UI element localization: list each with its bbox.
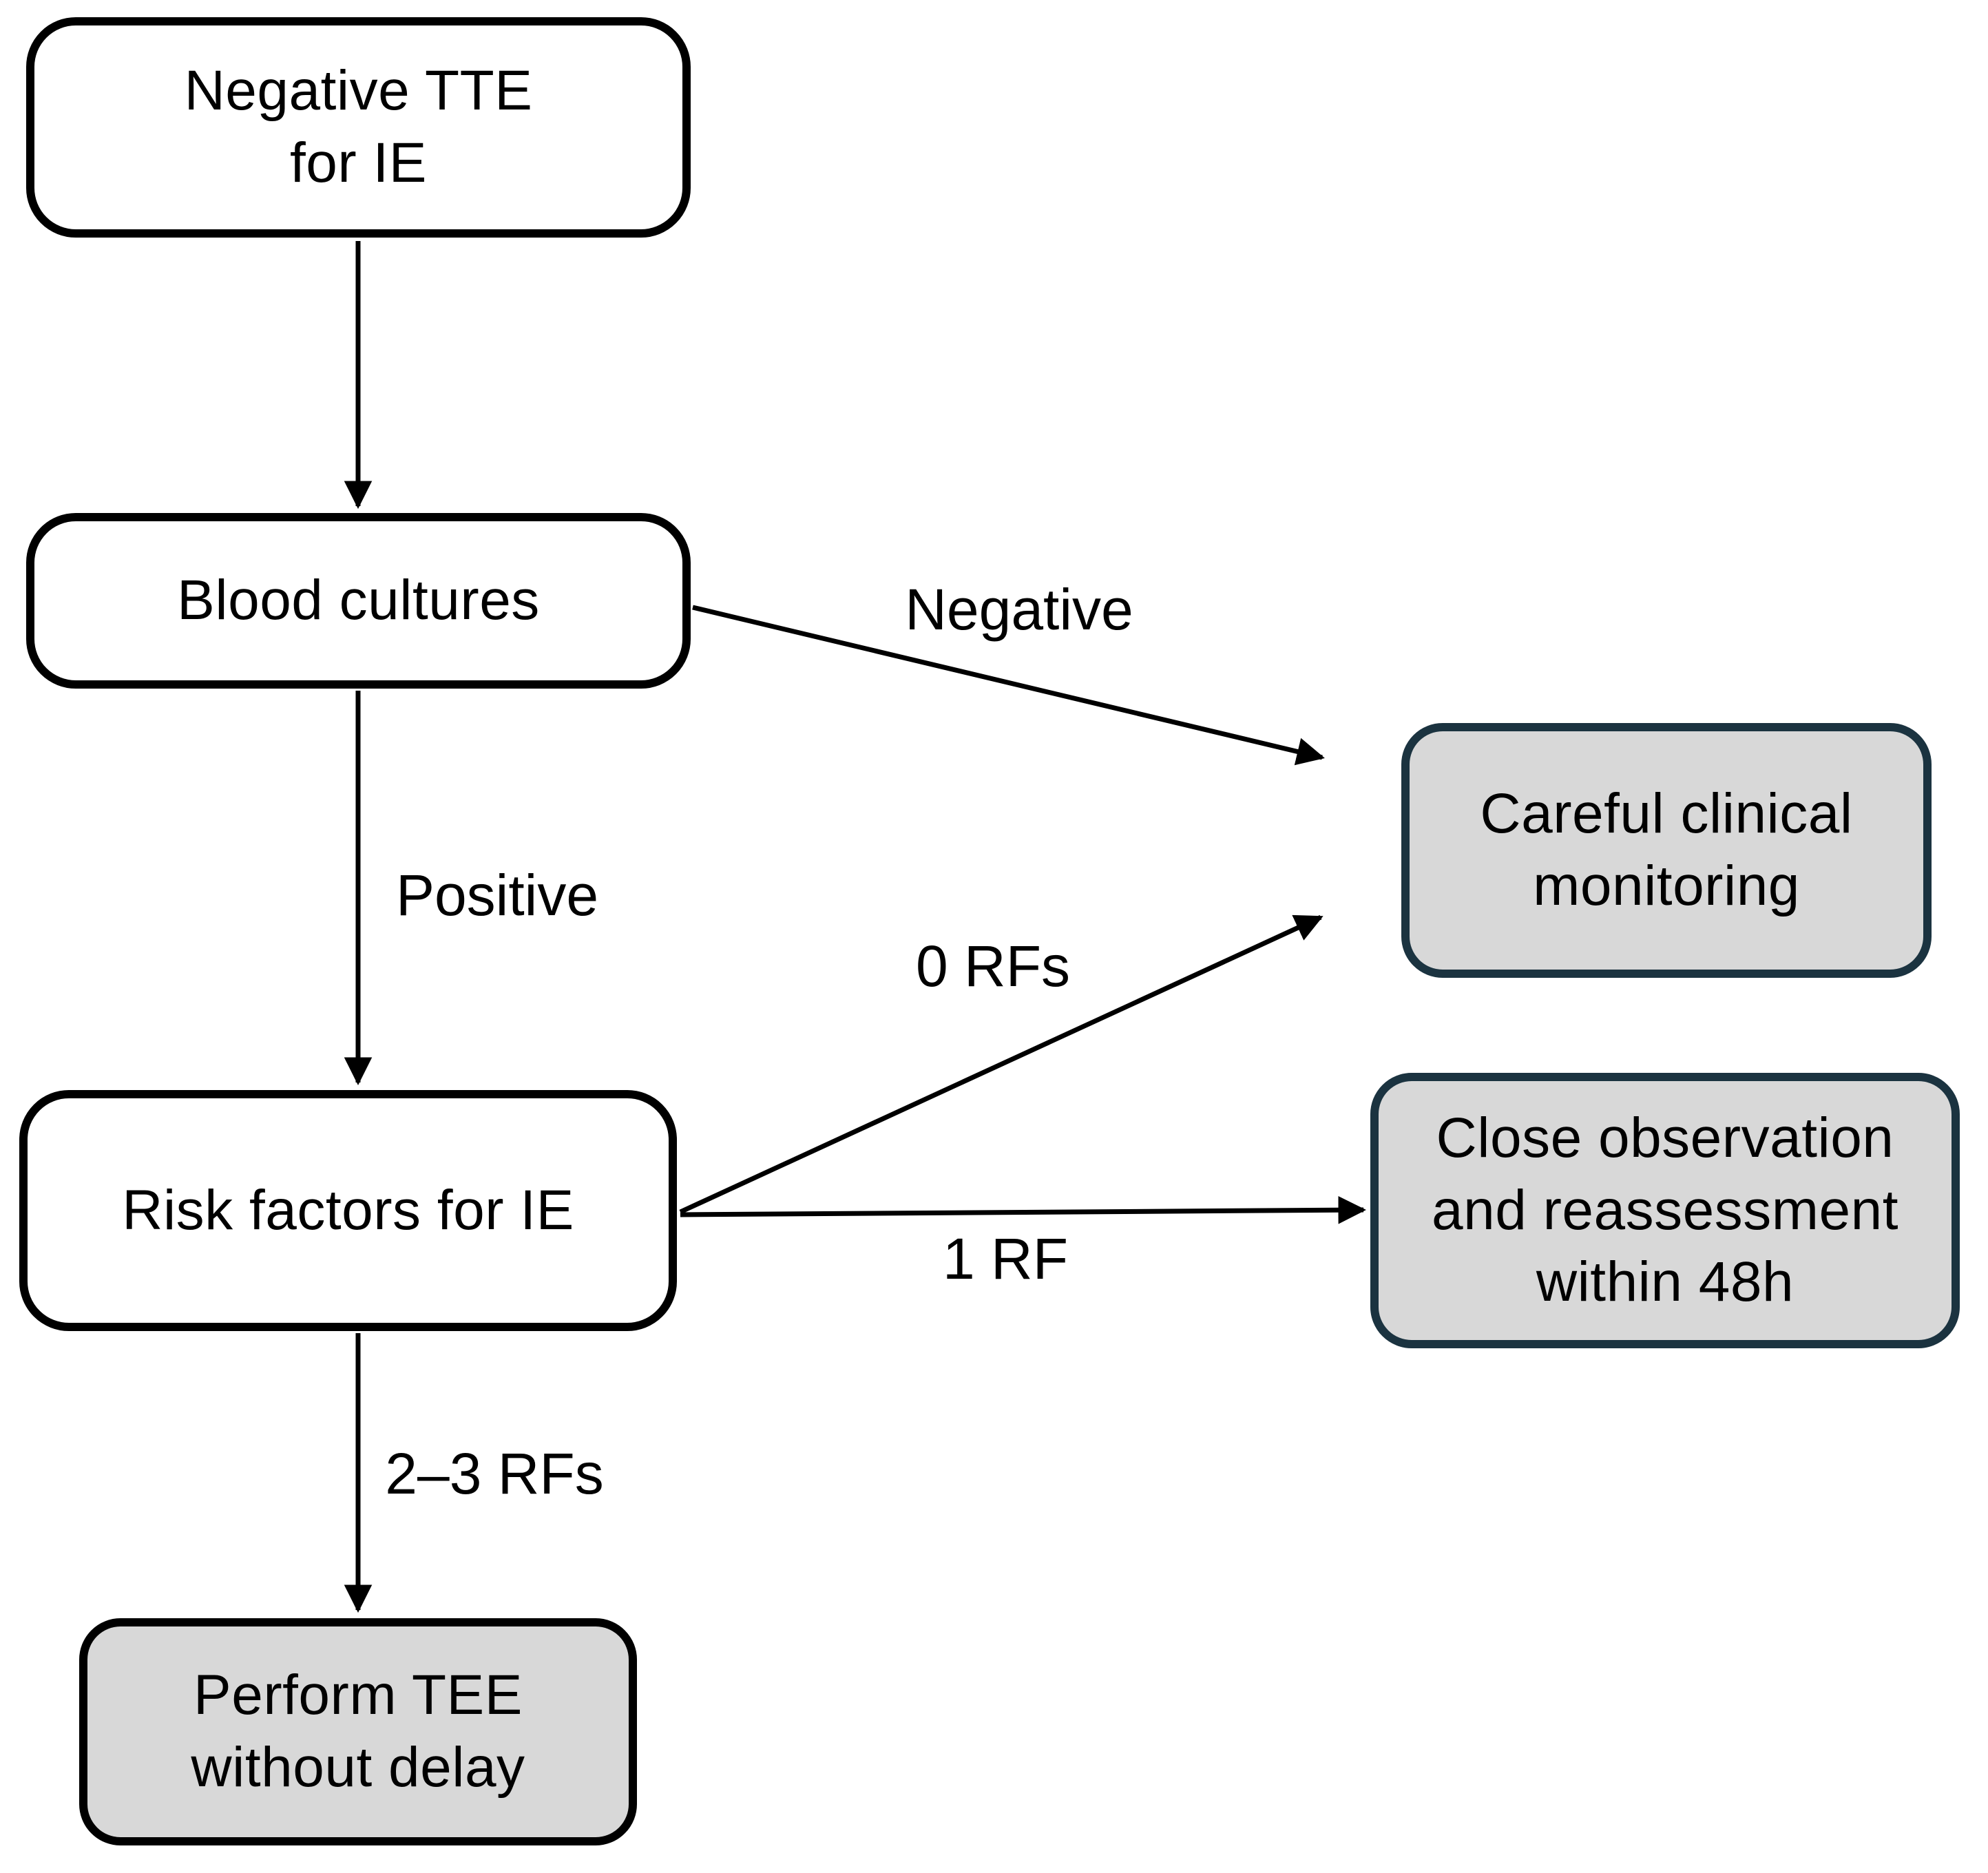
edge-label-negative: Negative (905, 577, 1133, 642)
edge-label-2-3-rfs: 2–3 RFs (385, 1441, 604, 1506)
node-careful-clinical-monitoring: Careful clinical monitoring (1401, 723, 1932, 978)
arrow-blood-cultures-negative-to-careful-monitoring (692, 605, 1325, 766)
arrow-risk-factors-1rf-to-close-observation (680, 1195, 1367, 1224)
node-risk-factors-for-ie: Risk factors for IE (19, 1090, 677, 1331)
edge-label-1-rf: 1 RF (942, 1226, 1069, 1291)
arrow-risk-factors-0rfs-to-careful-monitoring (679, 914, 1323, 1215)
node-close-observation-reassessment-48h: Close observation and reassessment withi… (1370, 1073, 1960, 1348)
node-blood-cultures: Blood cultures (26, 513, 691, 689)
edge-label-0-rfs: 0 RFs (915, 934, 1071, 998)
node-perform-tee-without-delay: Perform TEE without delay (79, 1618, 637, 1845)
node-negative-tte-for-ie: Negative TTE for IE (26, 17, 691, 238)
edge-label-positive: Positive (395, 863, 599, 928)
